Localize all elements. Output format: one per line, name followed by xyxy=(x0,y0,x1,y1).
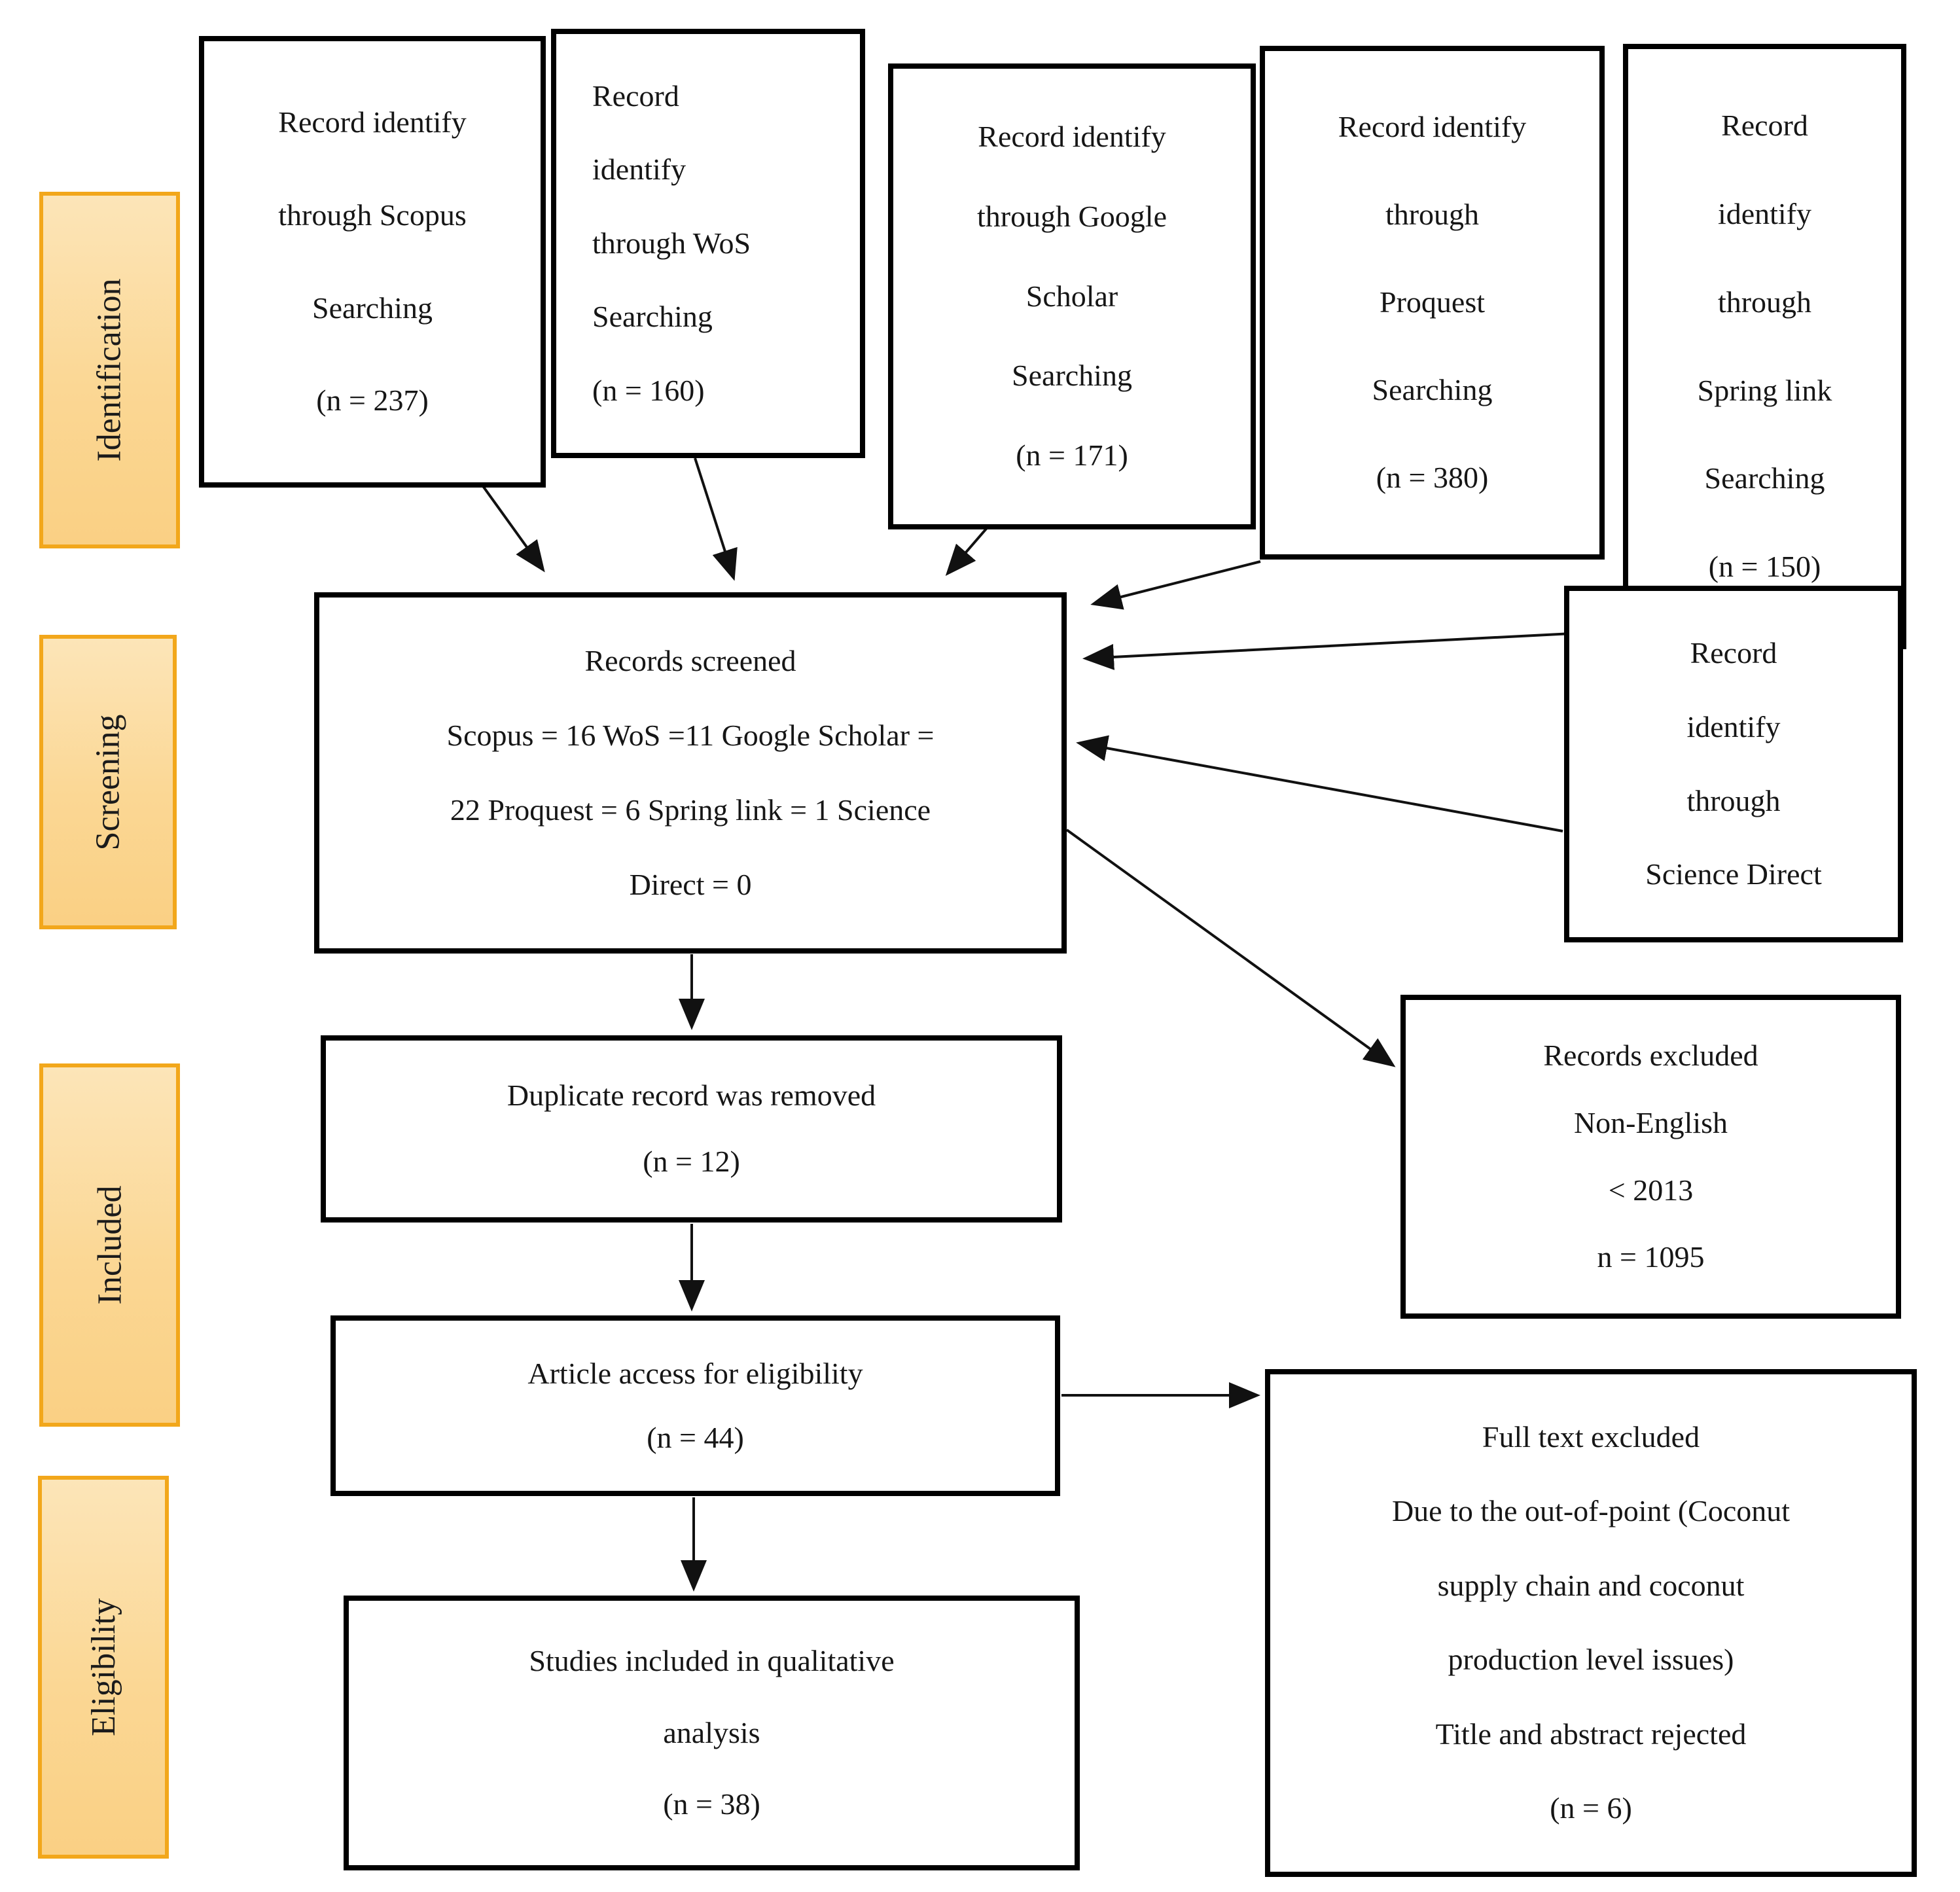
stage-label-identification-text: Identification xyxy=(91,278,129,462)
arrow-springlink-to-screened xyxy=(1082,630,1624,670)
node-line: through xyxy=(1686,783,1781,817)
node-line: Record xyxy=(592,79,679,113)
node-line: identify xyxy=(592,152,686,187)
node-line: (n = 150) xyxy=(1708,550,1821,584)
node-article-access: Article access for eligibility (n = 44) xyxy=(330,1315,1060,1496)
node-line: Record identify xyxy=(978,120,1166,154)
node-duplicates-removed: Duplicate record was removed (n = 12) xyxy=(321,1035,1062,1223)
arrow-proquest-to-screened xyxy=(1090,560,1261,610)
node-line: Record identify xyxy=(278,105,467,139)
node-scopus: Record identify through Scopus Searching… xyxy=(199,36,546,488)
node-line: (n = 6) xyxy=(1550,1791,1632,1825)
node-line: Spring link xyxy=(1697,373,1832,407)
node-line: Records excluded xyxy=(1543,1039,1758,1073)
node-line: (n = 38) xyxy=(663,1787,760,1821)
stage-label-eligibility: Eligibility xyxy=(38,1476,169,1859)
node-full-text-excluded: Full text excluded Due to the out-of-poi… xyxy=(1265,1369,1917,1877)
node-line: Searching xyxy=(1012,359,1132,393)
node-line: (n = 237) xyxy=(316,384,429,418)
stage-label-included-text: Included xyxy=(91,1185,128,1305)
stage-label-identification: Identification xyxy=(39,192,180,548)
node-line: (n = 380) xyxy=(1376,461,1489,495)
node-line: Direct = 0 xyxy=(629,867,752,901)
node-line: Record xyxy=(1690,636,1777,670)
node-science-direct: Record identify through Science Direct xyxy=(1564,586,1903,942)
node-line: Records screened xyxy=(584,643,796,677)
node-line: identify xyxy=(1717,197,1812,230)
stage-label-screening-text: Screening xyxy=(89,714,127,850)
arrow-screened-to-excluded xyxy=(1065,829,1396,1067)
node-line: (n = 12) xyxy=(643,1145,740,1179)
node-line: Searching xyxy=(1704,461,1825,495)
node-line: n = 1095 xyxy=(1597,1240,1705,1274)
node-line: Scopus = 16 WoS =11 Google Scholar = xyxy=(446,718,935,752)
node-line: Due to the out-of-point (Coconut xyxy=(1391,1494,1791,1528)
node-line: Studies included in qualitative xyxy=(529,1644,895,1678)
node-line: through WoS xyxy=(592,226,751,260)
node-records-excluded: Records excluded Non-English < 2013 n = … xyxy=(1400,995,1901,1319)
node-proquest: Record identify through Proquest Searchi… xyxy=(1260,46,1605,560)
node-line: Title and abstract rejected xyxy=(1435,1717,1747,1751)
node-line: Record xyxy=(1721,109,1808,143)
node-line: Record identify xyxy=(1338,110,1527,144)
node-line: Science Direct xyxy=(1645,857,1822,891)
node-google-scholar: Record identify through Google Scholar S… xyxy=(888,63,1256,529)
node-studies-included: Studies included in qualitative analysis… xyxy=(344,1596,1080,1870)
node-line: Searching xyxy=(312,291,433,325)
node-line: (n = 171) xyxy=(1016,438,1128,473)
node-line: Scholar xyxy=(1025,279,1118,313)
node-line: Article access for eligibility xyxy=(527,1356,863,1390)
node-line: through Google xyxy=(976,199,1167,233)
node-line: through Scopus xyxy=(278,198,467,232)
node-line: (n = 44) xyxy=(647,1420,744,1454)
node-line: Searching xyxy=(1372,373,1493,407)
stage-label-included: Included xyxy=(39,1063,180,1427)
node-line: supply chain and coconut xyxy=(1437,1568,1745,1602)
node-line: through xyxy=(1717,285,1812,319)
node-line: analysis xyxy=(663,1715,760,1749)
stage-label-screening: Screening xyxy=(39,635,177,929)
arrow-sciencedirect-to-screened xyxy=(1076,735,1563,832)
node-line: (n = 160) xyxy=(592,373,705,407)
node-line: < 2013 xyxy=(1608,1173,1694,1207)
node-records-screened: Records screened Scopus = 16 WoS =11 Goo… xyxy=(314,592,1067,954)
node-line: Duplicate record was removed xyxy=(507,1078,876,1112)
node-line: 22 Proquest = 6 Spring link = 1 Science xyxy=(450,793,931,827)
node-line: production level issues) xyxy=(1448,1643,1734,1677)
node-line: identify xyxy=(1686,709,1781,743)
node-wos: Record identify through WoS Searching (n… xyxy=(551,29,865,458)
stage-label-eligibility-text: Eligibility xyxy=(84,1598,122,1736)
node-line: Searching xyxy=(592,300,713,334)
node-spring-link: Record identify through Spring link Sear… xyxy=(1623,44,1906,649)
arrow-wos-to-screened xyxy=(694,457,738,581)
node-line: through xyxy=(1385,198,1480,232)
node-line: Proquest xyxy=(1380,285,1485,319)
node-line: Non-English xyxy=(1573,1105,1728,1139)
node-line: Full text excluded xyxy=(1482,1419,1700,1454)
